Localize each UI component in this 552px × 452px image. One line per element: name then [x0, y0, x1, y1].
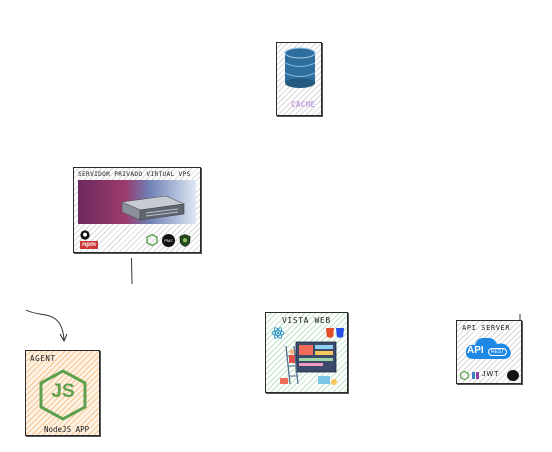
dark-badge-icon: [507, 370, 519, 381]
vps-node[interactable]: SERVIDOR PRIVADO VIRTUAL VPS npm PM2: [73, 167, 201, 253]
database-icon: [284, 47, 316, 88]
agent-caption: NodeJS APP: [44, 425, 90, 434]
github-icon: [80, 230, 90, 240]
vps-vertical-connector: [131, 257, 133, 285]
nodejs-hexagon-icon: [146, 233, 158, 247]
react-icon: [271, 327, 285, 339]
api-server-title: API SERVER: [462, 324, 511, 332]
nodejs-logo-icon: [39, 369, 87, 421]
incoming-curved-arrow: [25, 309, 65, 341]
sequelize-icon: [472, 372, 479, 379]
rest-label: REST: [488, 348, 508, 356]
arrowhead: [59, 333, 68, 343]
pm2-icon: PM2: [162, 234, 175, 247]
vps-title: SERVIDOR PRIVADO VIRTUAL VPS: [78, 171, 191, 178]
web-dev-illustration: [280, 341, 337, 385]
css3-icon: [336, 328, 344, 338]
nodejs-hexagon-small-icon: [460, 370, 469, 381]
api-server-node[interactable]: API SERVER API REST JWT: [456, 320, 522, 384]
html5-icon: [326, 328, 334, 338]
agent-node[interactable]: AGENT JS NodeJS APP: [25, 350, 100, 436]
agent-logo-text: JS: [51, 381, 75, 402]
database-node[interactable]: CACHE: [276, 42, 322, 116]
shield-icon: [179, 234, 191, 247]
vista-web-title: VISTA WEB: [282, 316, 331, 325]
database-caption: CACHE: [291, 100, 316, 109]
jwt-label: JWT: [482, 371, 500, 378]
server-rack-icon: [120, 195, 186, 221]
api-label: API: [467, 345, 484, 356]
vista-web-node[interactable]: VISTA WEB: [265, 312, 348, 393]
agent-title: AGENT: [30, 354, 56, 363]
npm-logo: npm: [80, 241, 98, 249]
